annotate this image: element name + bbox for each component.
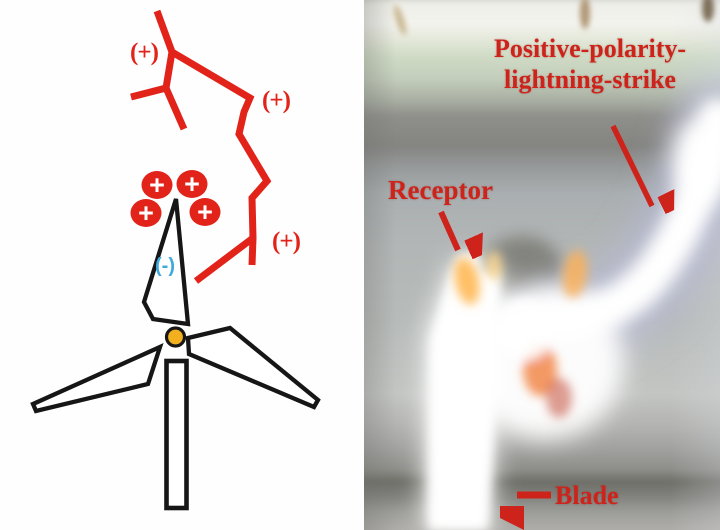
flame-cluster bbox=[454, 250, 588, 418]
charge-plus-symbol: + bbox=[149, 170, 165, 200]
blade-label: Blade bbox=[555, 481, 619, 510]
charge-cluster: + + + + bbox=[130, 169, 221, 228]
photo-panel: Positive-polarity- lightning-strike Rece… bbox=[364, 0, 720, 530]
turbine-tower bbox=[164, 358, 189, 511]
photo-overlay bbox=[393, 0, 720, 530]
turbine-hub bbox=[164, 326, 187, 348]
lightning-leader-main bbox=[153, 9, 272, 266]
background-objects bbox=[393, 0, 714, 36]
strike-label: Positive-polarity- lightning-strike bbox=[494, 33, 686, 95]
annotation-arrows bbox=[438, 124, 652, 495]
charge-label-mid: (+) bbox=[262, 87, 291, 114]
strike-label-line1: Positive-polarity- bbox=[493, 34, 687, 63]
charge-circle bbox=[130, 199, 162, 227]
turbine-top-blade bbox=[141, 198, 191, 327]
strike-arrow bbox=[610, 124, 652, 206]
lightning-leader-left-branch bbox=[130, 51, 188, 131]
receptor-arrow bbox=[438, 210, 458, 250]
charge-plus-symbol: + bbox=[138, 198, 154, 228]
lightning-leader-to-blade-branch bbox=[193, 235, 256, 284]
diagram-panel: + + + + (+) (+) (+) (-) bbox=[30, 9, 321, 511]
charge-plus-symbol: + bbox=[197, 197, 213, 227]
receptor-label: Receptor bbox=[388, 175, 493, 205]
turbine-right-blade bbox=[185, 325, 321, 410]
charge-label-lower: (+) bbox=[272, 228, 301, 255]
charge-circle bbox=[189, 198, 221, 226]
charge-label-upper: (+) bbox=[130, 39, 159, 66]
diagram-canvas: + + + + bbox=[30, 9, 321, 511]
strike-label-line2: lightning-strike bbox=[504, 65, 676, 94]
negative-charge-label: (-) bbox=[155, 255, 175, 277]
turbine-left-blade bbox=[30, 343, 164, 414]
charge-plus-symbol: + bbox=[184, 169, 200, 199]
charge-circle bbox=[176, 170, 208, 198]
charge-circle bbox=[141, 171, 173, 199]
